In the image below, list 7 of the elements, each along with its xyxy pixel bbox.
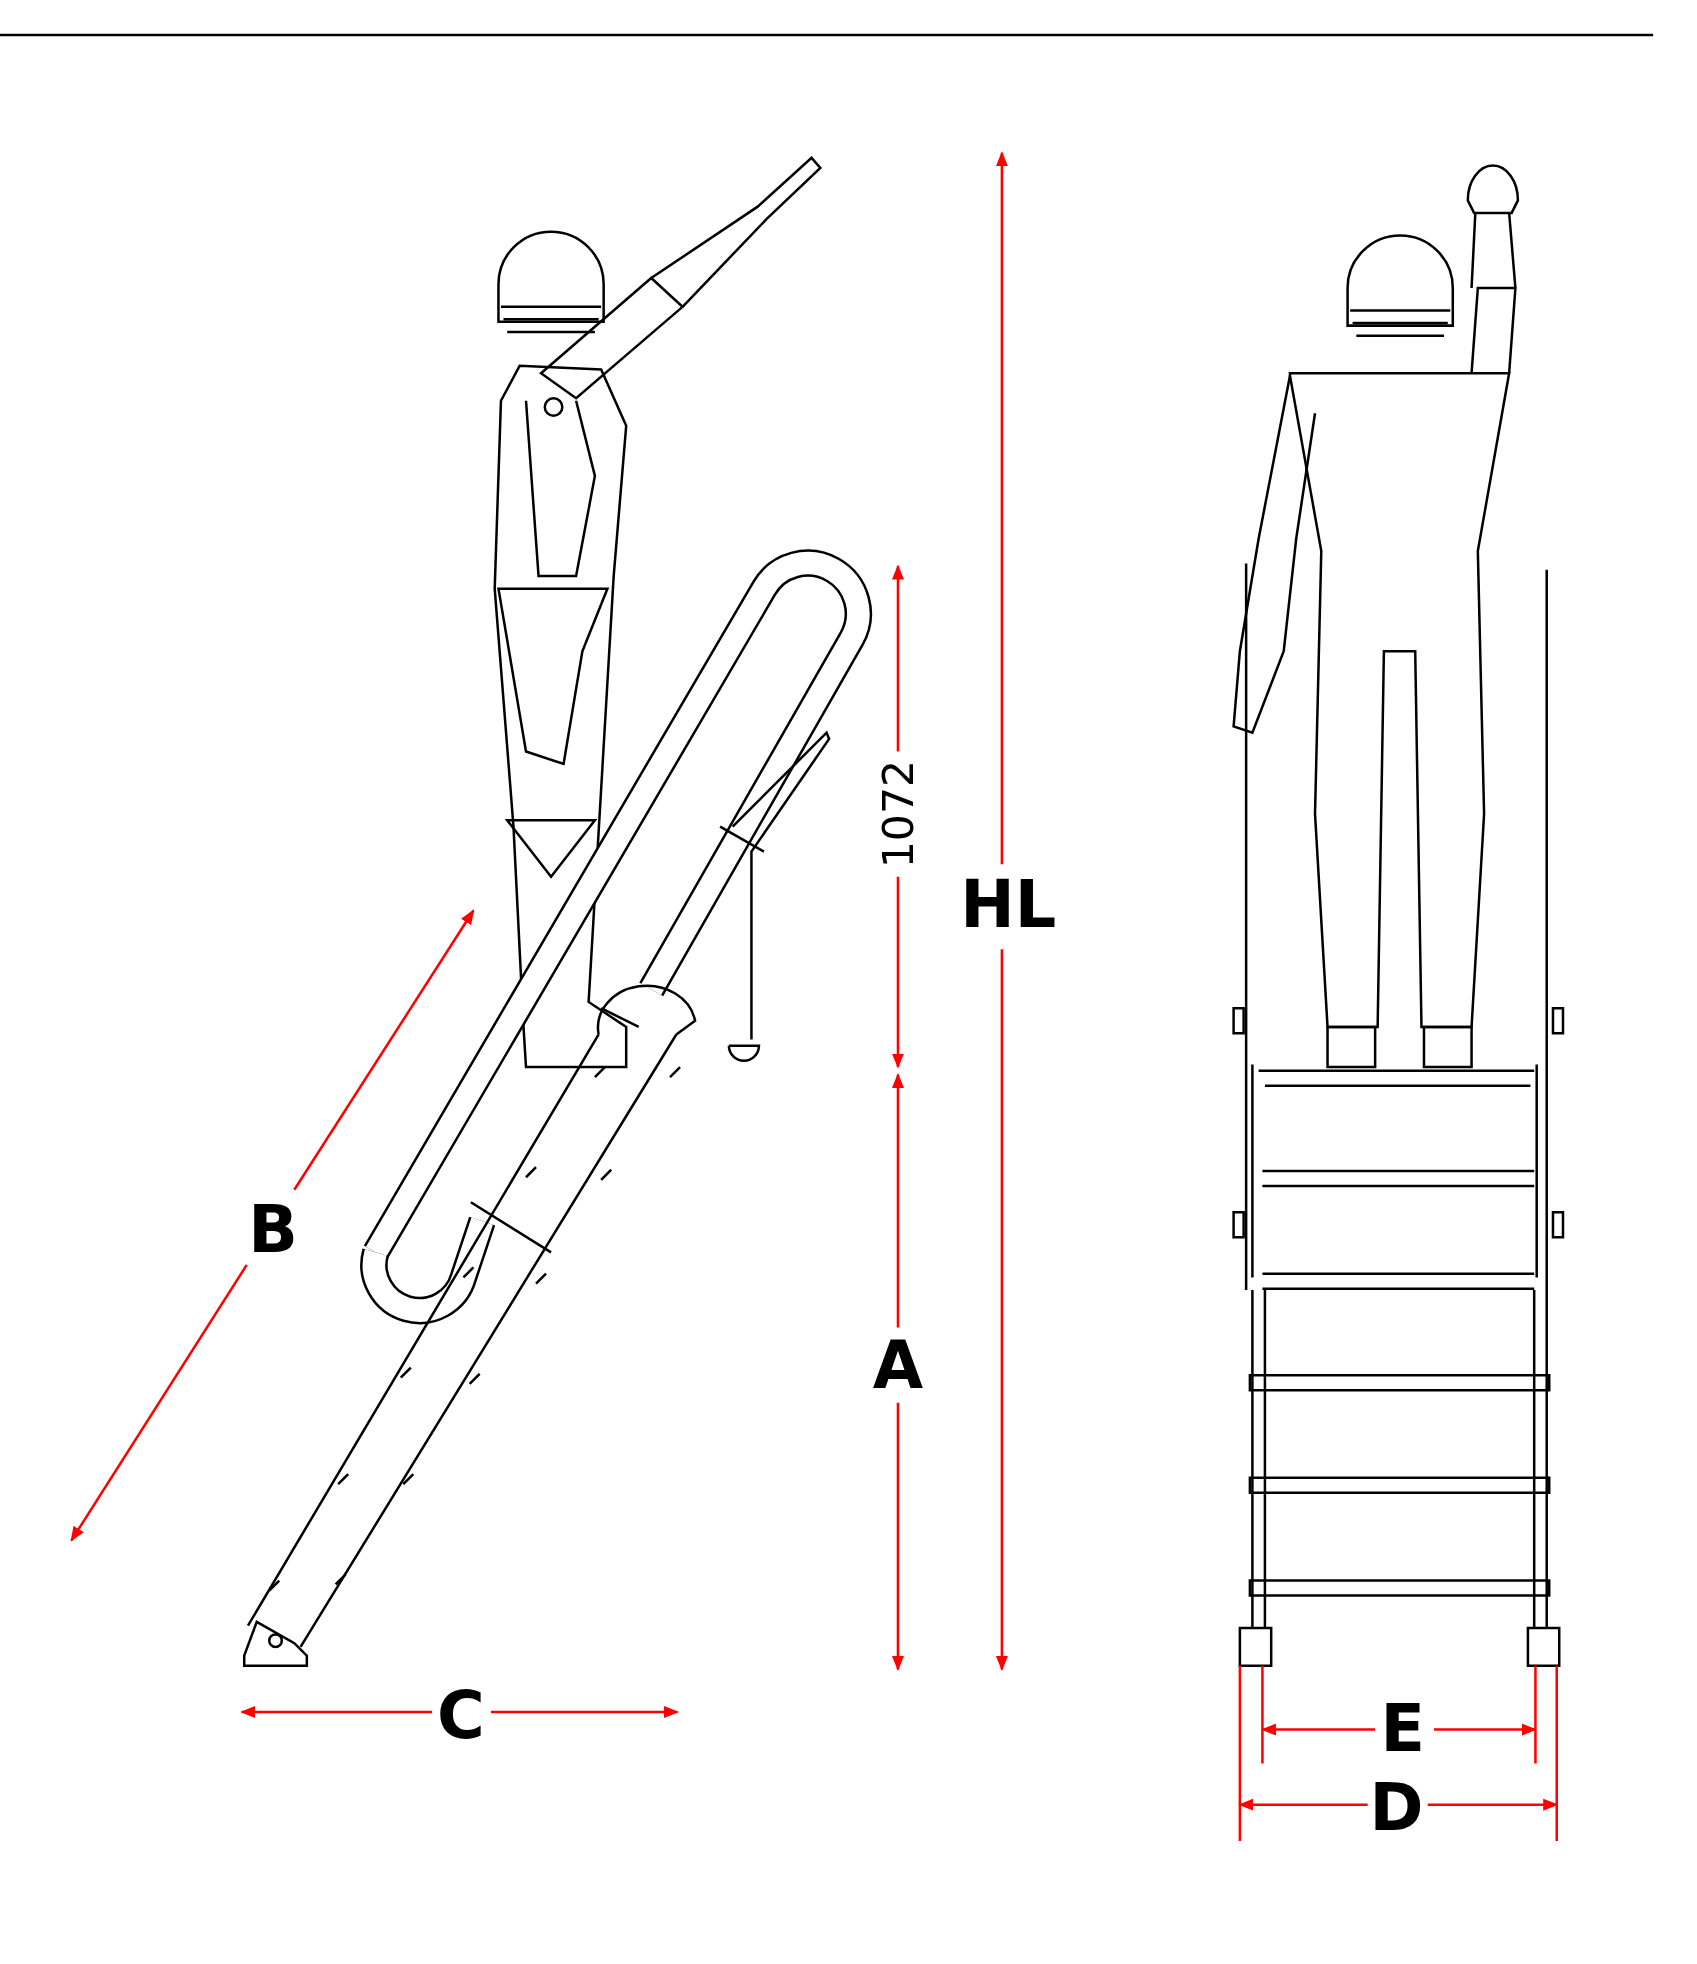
dimension-label: B xyxy=(248,1197,298,1263)
dimension-label: E xyxy=(1380,1695,1425,1761)
dimension-value: 1072 xyxy=(876,759,920,869)
dimension-label: D xyxy=(1369,1774,1424,1840)
dimension-label: A xyxy=(872,1332,924,1398)
dimension-label: C xyxy=(437,1683,485,1749)
dimension-label: HL xyxy=(960,871,1057,937)
